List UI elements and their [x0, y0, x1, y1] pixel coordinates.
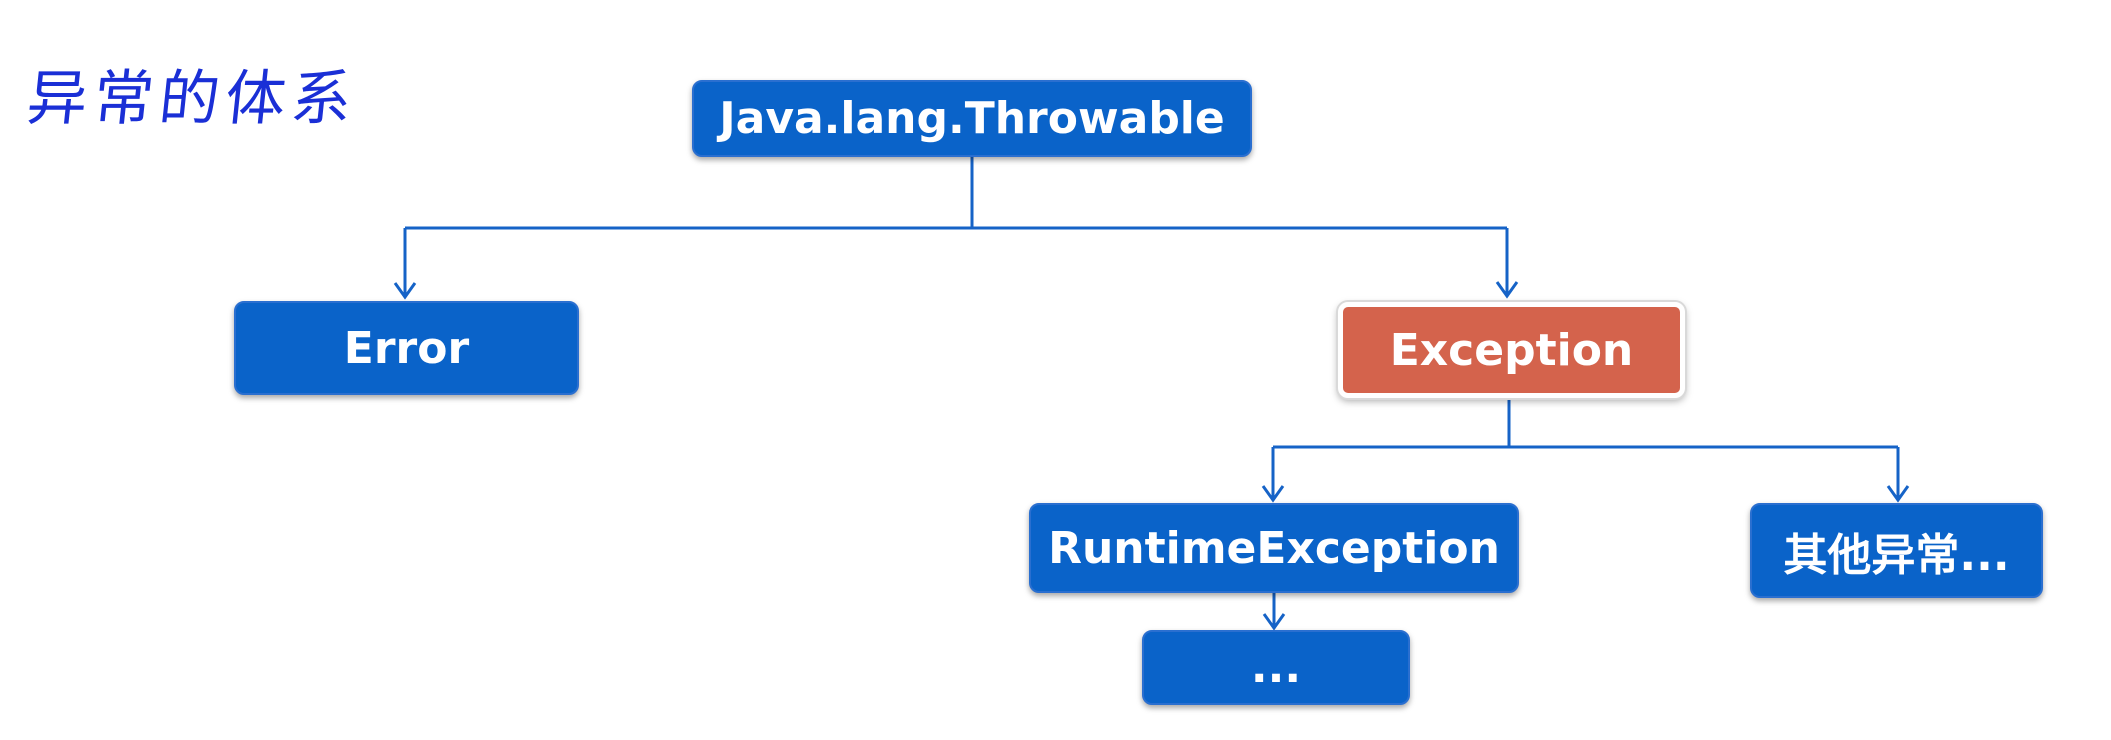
arrowhead-other [1886, 485, 1910, 503]
arrowhead-exception [1495, 281, 1519, 299]
arrowhead-runtime [1261, 485, 1285, 503]
node-throwable: Java.lang.Throwable [692, 80, 1252, 157]
node-other-exceptions: 其他异常... [1750, 503, 2043, 598]
arrowhead-runtime-children [1262, 613, 1286, 631]
node-exception: Exception [1338, 302, 1685, 398]
node-error: Error [234, 301, 579, 395]
node-runtime-children: ... [1142, 630, 1410, 705]
arrowhead-error [393, 282, 417, 300]
node-runtime-exception: RuntimeException [1029, 503, 1519, 593]
